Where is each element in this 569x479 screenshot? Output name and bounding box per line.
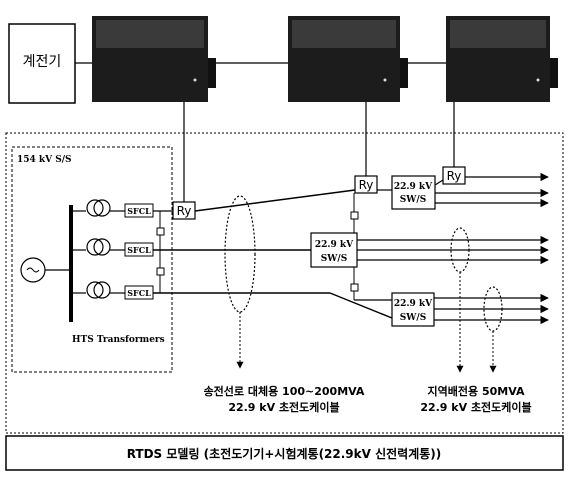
- transmission-annotation-2: 22.9 kV 초전도케이블: [228, 400, 339, 414]
- relay-device-3: [446, 16, 558, 102]
- breaker-2: [157, 268, 164, 275]
- distribution-annotation-2: 22.9 kV 초전도케이블: [420, 400, 531, 414]
- breaker-3: [351, 212, 358, 219]
- relay-label-1: Ry: [177, 204, 192, 218]
- switching-station-label-3b: SW/S: [400, 313, 426, 323]
- sfcl-label-1: SFCL: [127, 206, 151, 216]
- sfcl-label-2: SFCL: [127, 245, 151, 255]
- switching-station-label-2b: SW/S: [321, 254, 347, 264]
- relay-label-3: Ry: [447, 169, 462, 183]
- transformer-row-2: [71, 239, 125, 255]
- switching-station-label-1a: 22.9 kV: [394, 182, 433, 192]
- relay-device-2: [288, 16, 408, 102]
- switching-station-label-3a: 22.9 kV: [394, 299, 433, 309]
- substation-label: 154 kV S/S: [17, 155, 72, 165]
- relay-label-2: Ry: [359, 178, 374, 192]
- breaker-1: [157, 228, 164, 235]
- distribution-annotation-1: 지역배전용 50MVA: [428, 384, 525, 398]
- transformer-row-1: [71, 200, 125, 216]
- footer-title: RTDS 모델링 (초전도기기+시험계통(22.9kV 신전력계통)): [127, 446, 442, 461]
- transmission-annotation-1: 송전선로 대체용 100~200MVA: [204, 384, 365, 398]
- switching-station-label-2a: 22.9 kV: [315, 240, 354, 250]
- transformers-label: HTS Transformers: [72, 335, 165, 345]
- transformer-row-3: [71, 282, 125, 298]
- device-label: 계전기: [23, 54, 62, 70]
- transmission-cable-marker: [225, 196, 255, 312]
- relay-device-1: [92, 16, 216, 102]
- switching-station-label-1b: SW/S: [400, 195, 426, 205]
- breaker-4: [351, 284, 358, 291]
- sfcl-label-3: SFCL: [127, 288, 151, 298]
